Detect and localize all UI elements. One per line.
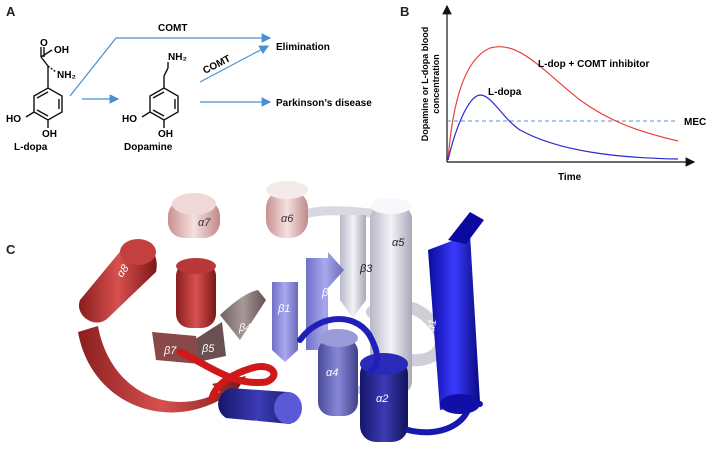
ldopa-bond-coh — [40, 49, 53, 58]
ldopa-hydroxyl-1: HO — [6, 114, 21, 125]
dopamine-bond-ch2-ch2 — [163, 67, 169, 77]
series-ldopa-comt-inhibitor-label: L-dop + COMT inhibitor — [538, 59, 649, 70]
label-beta2: β2 — [321, 287, 334, 299]
ldopa-structure — [25, 47, 63, 128]
label-alpha7: α7 — [198, 217, 211, 229]
dopamine-bond-ho-1 — [141, 111, 151, 118]
label-beta6: β6 — [145, 377, 159, 389]
dopamine-double-bond-1 — [152, 91, 165, 99]
x-axis-label: Time — [558, 172, 582, 183]
series-ldopa-label: L-dopa — [488, 87, 522, 98]
ldopa-bond-ca-cooh — [40, 56, 49, 67]
dopamine-hydroxyl-2: OH — [158, 129, 173, 140]
comt-top-label: COMT — [158, 23, 187, 34]
helix-alpha5 — [370, 198, 412, 395]
label-beta3: β3 — [359, 263, 373, 275]
dopamine-name: Dopamine — [124, 142, 173, 153]
ldopa-hydroxyl-2: OH — [42, 129, 57, 140]
strand-beta3 — [340, 215, 366, 318]
arrow-dopamine-to-elimination — [199, 45, 270, 83]
ldopa-double-bond-3 — [36, 109, 49, 117]
strand-beta5 — [194, 322, 226, 362]
panel-c: C — [6, 181, 484, 442]
panel-b-letter: B — [400, 4, 409, 19]
helix-alpha7-body — [176, 258, 216, 328]
ldopa-benzene-ring — [33, 87, 63, 121]
elimination-label: Elimination — [276, 42, 330, 53]
series-ldopa-comt-inhibitor-curve — [447, 46, 679, 161]
panel-b: B Dopamine or L-dopa blood concentration… — [400, 4, 706, 183]
mec-label: MEC — [684, 117, 706, 128]
ldopa-amine: NH₂ — [57, 70, 76, 81]
y-axis-label-line-2: concentration — [431, 54, 441, 114]
helix-alpha3 — [218, 388, 302, 424]
label-alpha4: α4 — [326, 367, 338, 379]
strand-beta4 — [220, 290, 266, 340]
ldopa-carbonyl-o: O — [40, 38, 48, 49]
y-axis-label-line-1: Dopamine or L-dopa blood — [420, 27, 430, 142]
label-beta7: β7 — [163, 345, 177, 357]
dopamine-double-bond-3 — [152, 109, 165, 117]
parkinsons-label: Parkinson’s disease — [276, 98, 372, 109]
dopamine-structure — [141, 62, 179, 128]
ldopa-bond-ca-n — [47, 65, 57, 73]
ldopa-carboxyl-oh: OH — [54, 45, 69, 56]
helix-alpha4 — [318, 329, 358, 416]
panel-a-letter: A — [6, 4, 16, 19]
helix-alpha8 — [78, 239, 157, 323]
label-alpha6: α6 — [281, 213, 294, 225]
strand-beta1 — [272, 282, 298, 362]
loop-red — [176, 348, 278, 402]
panel-a: A O OH NH₂ HO OH L-dopa — [6, 4, 372, 153]
label-alpha2: α2 — [376, 393, 388, 405]
dopamine-amine: NH₂ — [168, 52, 187, 63]
panel-c-letter: C — [6, 242, 16, 257]
label-alpha5: α5 — [392, 237, 405, 249]
label-alpha1: α1 — [425, 318, 439, 332]
label-beta5: β5 — [201, 343, 215, 355]
loop-blue-mid — [297, 316, 380, 375]
ldopa-double-bond-1 — [36, 91, 49, 99]
label-alpha3: α3 — [246, 419, 259, 431]
dopamine-hydroxyl-1: HO — [122, 114, 137, 125]
label-beta4: β4 — [238, 322, 251, 334]
helix-alpha1 — [428, 212, 484, 414]
ldopa-bond-ho-1 — [25, 111, 35, 118]
label-beta1: β1 — [277, 303, 290, 315]
helix-alpha7 — [168, 193, 220, 238]
ldopa-name: L-dopa — [14, 142, 48, 153]
series-ldopa-curve — [447, 94, 679, 161]
arrow-ldopa-to-elimination — [69, 33, 272, 97]
strand-beta6 — [78, 326, 246, 413]
helix-alpha6 — [266, 181, 308, 238]
dopamine-benzene-ring — [149, 87, 179, 121]
